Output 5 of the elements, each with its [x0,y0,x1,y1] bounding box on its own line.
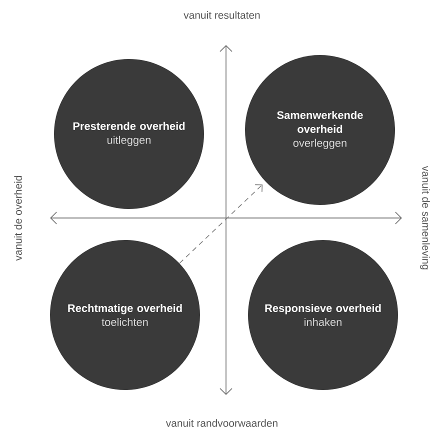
axis-label: vanuit de overheid [14,176,22,261]
axis-label: vanuit de samenleving [420,166,430,270]
axis-label: vanuit randvoorwaarden [166,419,278,427]
dashed-arrow [179,184,263,264]
axis-label: vanuit resultaten [184,11,260,19]
